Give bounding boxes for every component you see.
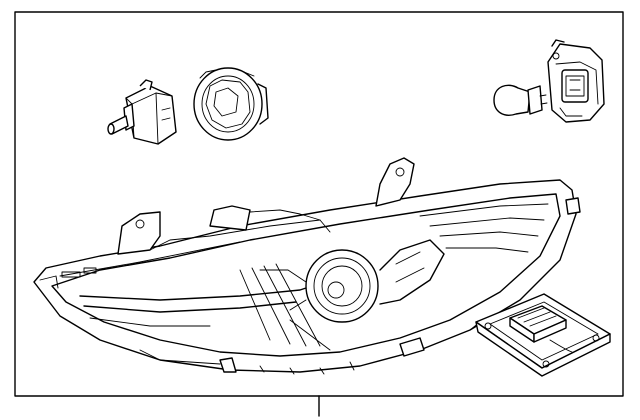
hid-bulb-icon [107,79,177,145]
ballast-module-icon [475,293,611,377]
dust-cap-icon [193,67,269,141]
headlamp-assembly-icon [33,157,581,375]
signal-bulb-icon [493,84,548,116]
bulb-socket-icon [547,39,605,123]
